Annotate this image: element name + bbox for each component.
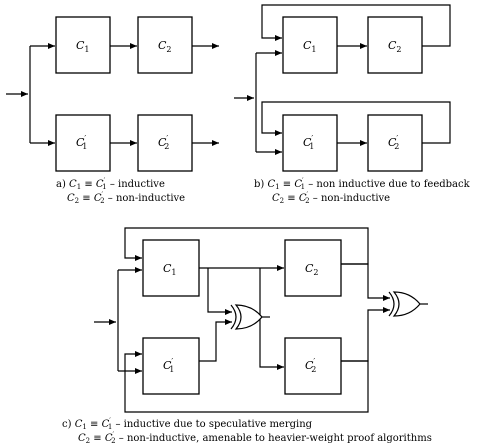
wire-c-c1p-to-xor1: [199, 319, 232, 362]
wire-c-c1-to-c2prime: [259, 268, 284, 370]
label-a-c2: C2: [158, 39, 172, 54]
label-c-c1: C1: [163, 262, 177, 277]
box-c-c2: [284, 239, 342, 297]
panel-c: C1 C2 C′1 C′2 c) C1 ≡ C′1 – inductive du…: [62, 227, 432, 444]
xor-gate-2: [388, 291, 428, 317]
label-a-c1prime: C′1: [76, 134, 87, 151]
xor-gate-1: [230, 304, 270, 330]
wire-c-c1-to-xor1: [207, 268, 232, 315]
box-b-c2: [367, 16, 423, 74]
wire-b-feedback-bottom: [261, 101, 451, 144]
caption-a-line1: a) C1 ≡ C′1 – inductive: [56, 177, 165, 191]
label-b-c2prime: C′2: [388, 134, 399, 151]
caption-a-line2: C2 ≡ C′2 – non-inductive: [67, 191, 185, 205]
caption-c-line2: C2 ≡ C′2 – non-inductive, amenable to he…: [78, 431, 432, 444]
label-c-c1prime: C′1: [163, 357, 174, 374]
label-b-c1prime: C′1: [303, 134, 314, 151]
panel-a: C1 C2 C′1 C′2 a) C1 ≡ C′1 – inductive C2…: [6, 16, 219, 205]
label-a-c1: C1: [76, 39, 90, 54]
wire-c-c2p-to-xor2: [341, 307, 390, 362]
wire-b-feedback-top: [261, 4, 451, 47]
box-a-c2: [137, 16, 193, 74]
box-a-c1: [55, 16, 111, 74]
caption-c-line1: c) C1 ≡ C′1 – inductive due to speculati…: [62, 417, 313, 431]
label-c-c2prime: C′2: [305, 357, 316, 374]
box-b-c2prime: [367, 114, 423, 172]
box-a-c1prime: [55, 114, 111, 172]
box-c-c1: [142, 239, 200, 297]
label-b-c1: C1: [303, 39, 317, 54]
wire-c-c2-to-xor2: [341, 263, 390, 301]
label-a-c2prime: C′2: [158, 134, 169, 151]
box-c-c1prime: [142, 337, 200, 395]
box-c-c2prime: [284, 337, 342, 395]
panel-b: C1 C2 C′1 C′2 b) C1 ≡ C′1 – non inductiv…: [234, 4, 471, 205]
caption-b-line2: C2 ≡ C′2 – non-inductive: [272, 191, 390, 205]
box-b-c1: [282, 16, 338, 74]
label-c-c2: C2: [305, 262, 319, 277]
caption-b-line1: b) C1 ≡ C′1 – non inductive due to feedb…: [254, 177, 471, 191]
label-b-c2: C2: [388, 39, 402, 54]
